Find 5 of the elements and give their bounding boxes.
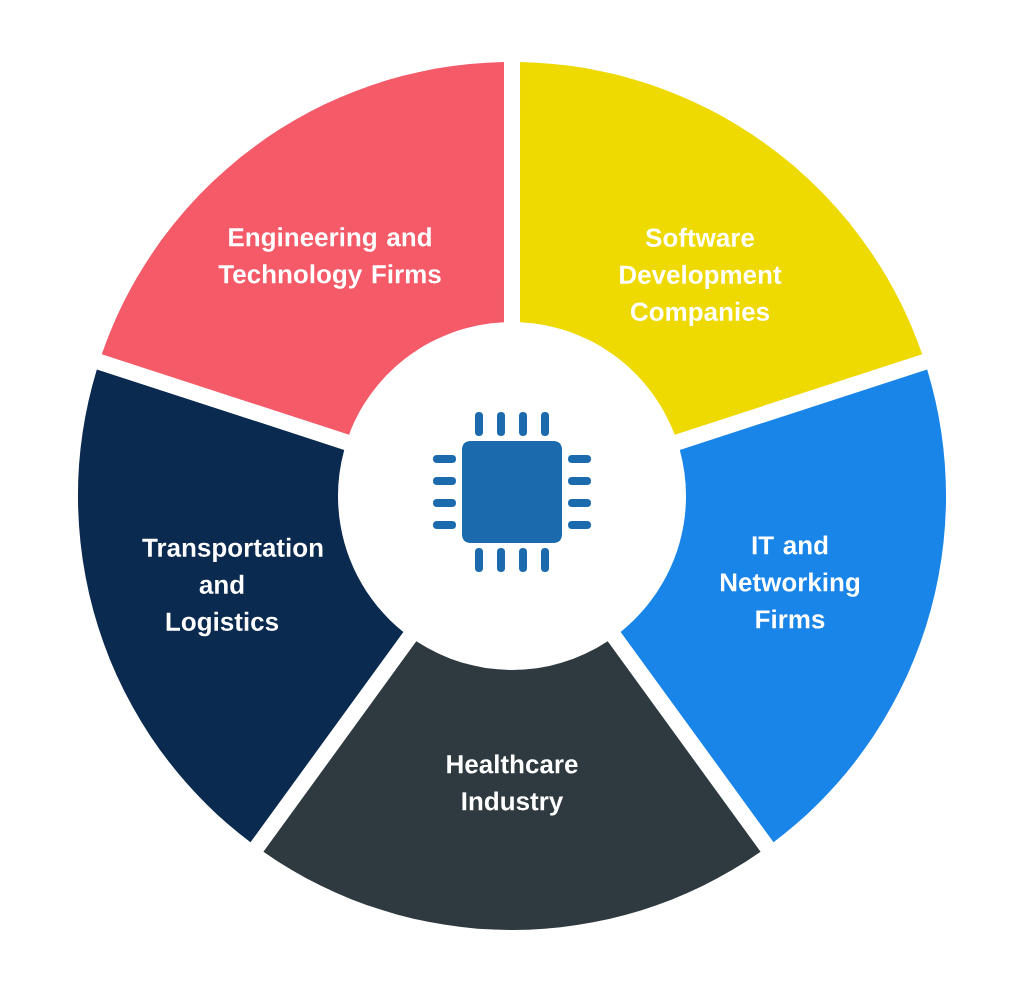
segment: Healthcare Industry [263, 641, 761, 930]
segment: Software Development Companies [520, 62, 923, 435]
segment: IT and Networking Firms [620, 369, 946, 843]
segment: Engineering and Technology Firms [101, 62, 504, 435]
segment: Transportation and Logistics [78, 369, 404, 843]
